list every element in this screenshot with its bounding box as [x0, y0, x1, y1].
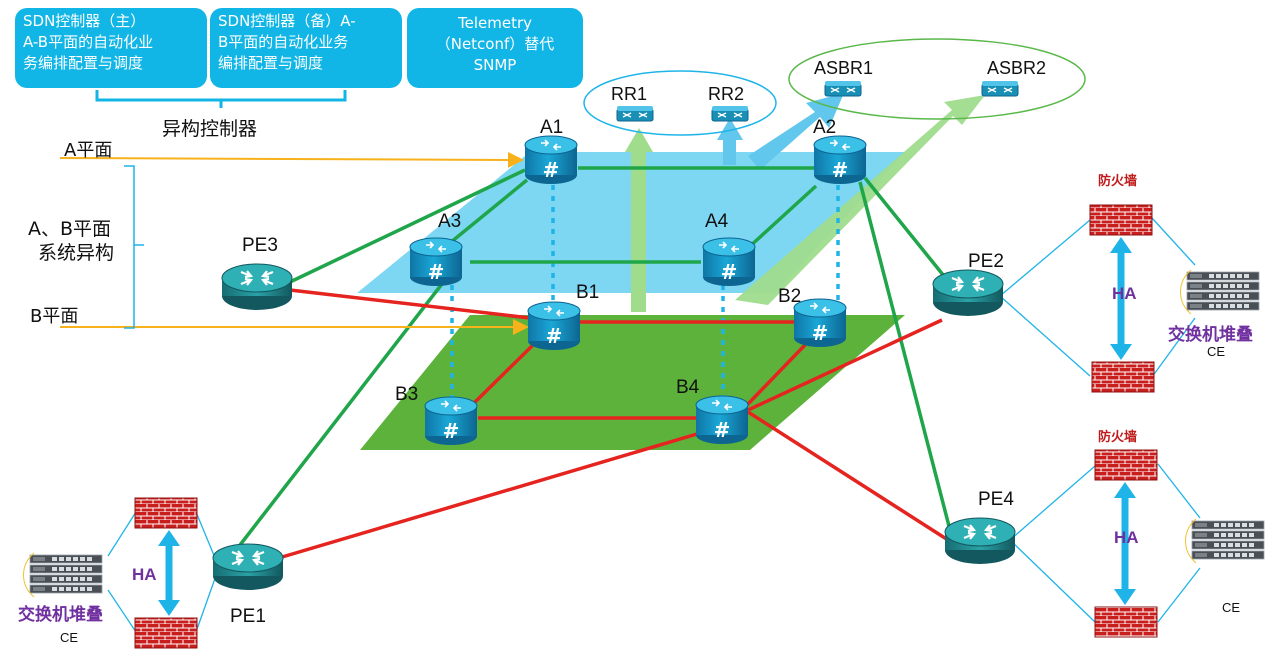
node-label-b2: B2: [778, 286, 802, 307]
dotted-links: [450, 185, 840, 400]
node-label-rr1: RR1: [611, 84, 648, 104]
controller-telemetry-line-1: Telemetry: [457, 14, 532, 32]
controller-backup-line-3: 编排配置与调度: [218, 54, 324, 72]
switch-stack-pe4-icon: [1185, 518, 1265, 564]
switch-stack-label-right: 交换机堆叠: [1168, 325, 1253, 345]
green-links: [238, 166, 954, 547]
router-rr2-icon: [711, 106, 749, 122]
switch-b3-icon: #: [424, 396, 478, 445]
node-label-a2: A2: [813, 117, 837, 138]
svg-text:#: #: [428, 260, 445, 284]
firewall-pe1-bottom-icon: [134, 617, 198, 649]
router-pe1-icon: [212, 543, 284, 590]
arrow-to-rr1: [625, 128, 653, 312]
svg-text:#: #: [543, 158, 560, 182]
controller-backup-line-1: SDN控制器（备）A-: [218, 12, 356, 30]
controller-bracket: [95, 90, 347, 108]
firewall-pe2-top-icon: [1089, 204, 1153, 236]
asbr-group-ellipse: [788, 38, 1086, 120]
controller-primary-box: SDN控制器（主） A-B平面的自动化业 务编排配置与调度: [15, 8, 207, 88]
svg-text:#: #: [443, 419, 460, 443]
node-label-asbr1: ASBR1: [814, 58, 874, 78]
node-label-a3: A3: [438, 211, 462, 232]
switch-stack-label-left: 交换机堆叠: [18, 605, 103, 625]
controller-backup-box: SDN控制器（备）A- B平面的自动化业务 编排配置与调度: [210, 8, 402, 88]
node-label-pe2: PE2: [968, 251, 1004, 272]
firewall-links: [107, 217, 1201, 633]
switch-a2-icon: #: [813, 135, 867, 184]
arrow-to-asbr1: [748, 93, 844, 170]
svg-text:#: #: [832, 158, 849, 182]
firewall-label-top: 防火墙: [1098, 174, 1138, 189]
plane-bracket: [124, 165, 144, 329]
switch-b4-icon: #: [695, 395, 749, 444]
ce-label-pe1: CE: [60, 630, 79, 645]
firewall-label-bottom: 防火墙: [1098, 430, 1138, 445]
svg-text:#: #: [812, 321, 829, 345]
ce-label-pe2: CE: [1207, 344, 1226, 359]
node-label-a4: A4: [705, 211, 729, 232]
ha-arrow-pe4: [1114, 482, 1136, 605]
plane-a-label: A平面: [64, 140, 113, 161]
ce-label-pe4: CE: [1222, 600, 1241, 615]
switch-a3-icon: #: [409, 237, 463, 286]
controller-telemetry-line-3: SNMP: [473, 56, 517, 74]
svg-text:#: #: [714, 418, 731, 442]
switch-b2-icon: #: [793, 298, 847, 347]
firewall-pe1-top-icon: [134, 497, 198, 529]
ha-label-pe4: HA: [1114, 528, 1139, 547]
ha-label-pe2: HA: [1112, 284, 1137, 303]
router-pe2-icon: [932, 269, 1004, 316]
controller-telemetry-line-2: （Netconf）替代: [435, 35, 555, 53]
node-label-pe1: PE1: [230, 606, 266, 627]
plane-b-label: B平面: [30, 306, 79, 327]
node-label-b1: B1: [576, 282, 600, 303]
controller-primary-line-1: SDN控制器（主）: [23, 12, 146, 30]
node-label-b4: B4: [676, 377, 700, 398]
node-label-rr2: RR2: [708, 84, 745, 104]
controller-backup-line-2: B平面的自动化业务: [218, 33, 349, 51]
switch-a4-icon: #: [702, 237, 756, 286]
red-links: [271, 288, 949, 562]
hetero-label-line2: 系统异构: [38, 242, 115, 264]
router-asbr2-icon: [981, 81, 1019, 97]
node-label-asbr2: ASBR2: [987, 58, 1047, 78]
controller-telemetry-box: Telemetry （Netconf）替代 SNMP: [407, 8, 583, 88]
router-pe3-icon: [221, 263, 293, 310]
router-rr1-icon: [616, 106, 654, 122]
router-asbr1-icon: [824, 81, 862, 97]
ha-arrow-pe1: [158, 530, 180, 616]
controller-primary-line-3: 务编排配置与调度: [23, 54, 144, 72]
svg-text:#: #: [546, 324, 563, 348]
firewall-pe2-bottom-icon: [1091, 361, 1155, 393]
node-label-b3: B3: [395, 384, 419, 405]
ha-arrow-pe2: [1110, 237, 1132, 360]
node-label-pe4: PE4: [978, 489, 1014, 510]
arrow-to-asbr2: [735, 95, 985, 305]
switch-stack-left-icon: [23, 552, 103, 598]
firewall-pe4-top-icon: [1094, 449, 1158, 481]
arrow-a-plane: [59, 151, 524, 168]
controller-primary-line-2: A-B平面的自动化业: [23, 33, 154, 51]
ha-label-pe1: HA: [132, 565, 157, 584]
svg-text:#: #: [721, 260, 738, 284]
arrow-to-rr2: [717, 118, 743, 165]
switch-stack-right-icon: [1180, 269, 1260, 315]
rr-group-ellipse: [583, 70, 777, 136]
firewall-pe4-bottom-icon: [1094, 606, 1158, 638]
node-label-pe3: PE3: [242, 235, 278, 256]
switch-b1-icon: #: [527, 301, 581, 350]
controller-group-label: 异构控制器: [162, 118, 258, 140]
switch-a1-icon: #: [524, 135, 578, 184]
node-label-a1: A1: [540, 117, 564, 138]
router-pe4-icon: [944, 517, 1016, 564]
hetero-label-line1: A、B平面: [28, 218, 112, 240]
